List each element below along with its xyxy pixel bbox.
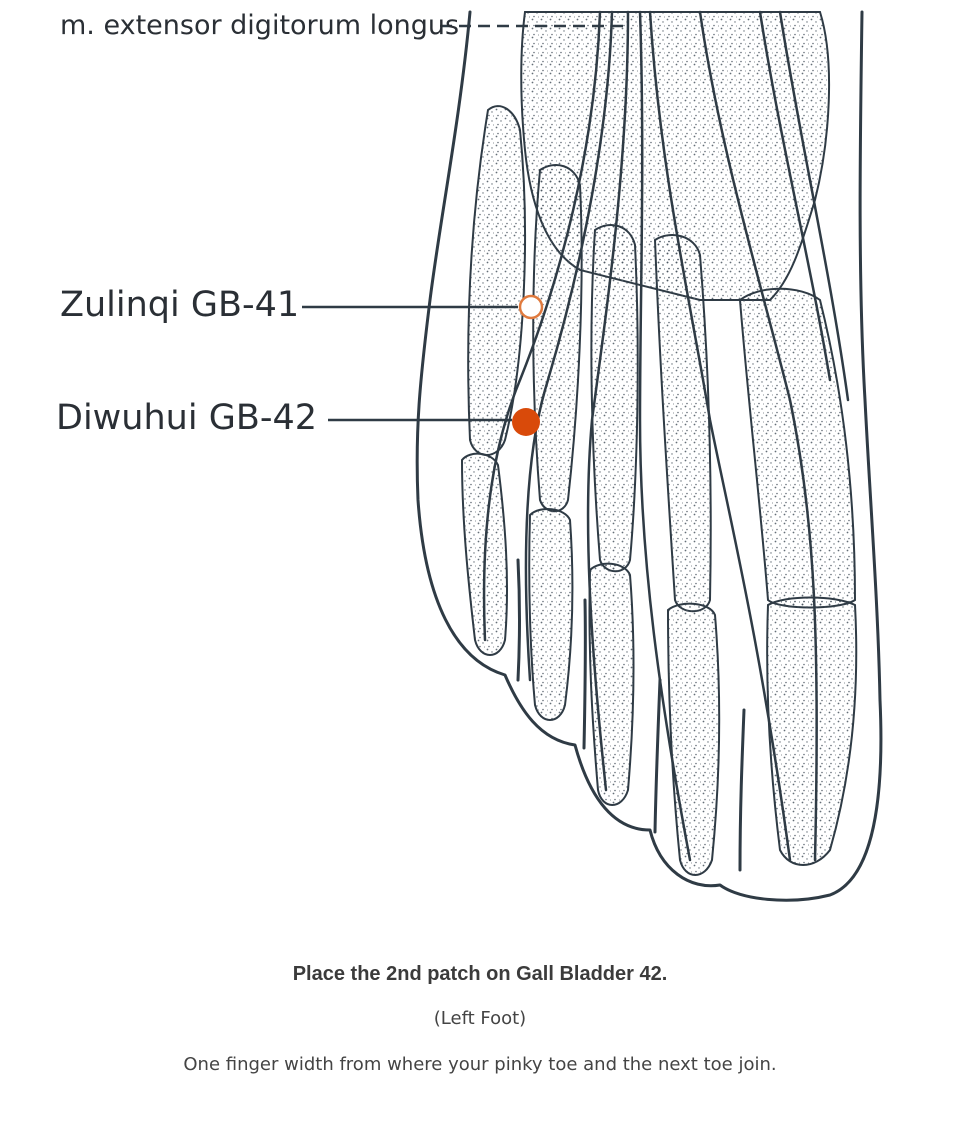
caption-title: Place the 2nd patch on Gall Bladder 42. [292,963,668,985]
bones [460,11,858,876]
gb41-label: Zulinqi GB-41 [60,285,300,325]
gb42-label: Diwuhui GB-42 [56,398,317,438]
gb42-marker [512,408,540,436]
foot-outline [415,10,883,902]
foot-anatomy-illustration [302,10,883,902]
caption-subtitle: (Left Foot) [433,1008,527,1029]
gb41-marker [518,294,544,320]
tendons [482,10,850,862]
muscle-label: m. extensor digitorum longus [60,10,460,41]
caption-description: One finger width from where your pinky t… [183,1054,777,1075]
